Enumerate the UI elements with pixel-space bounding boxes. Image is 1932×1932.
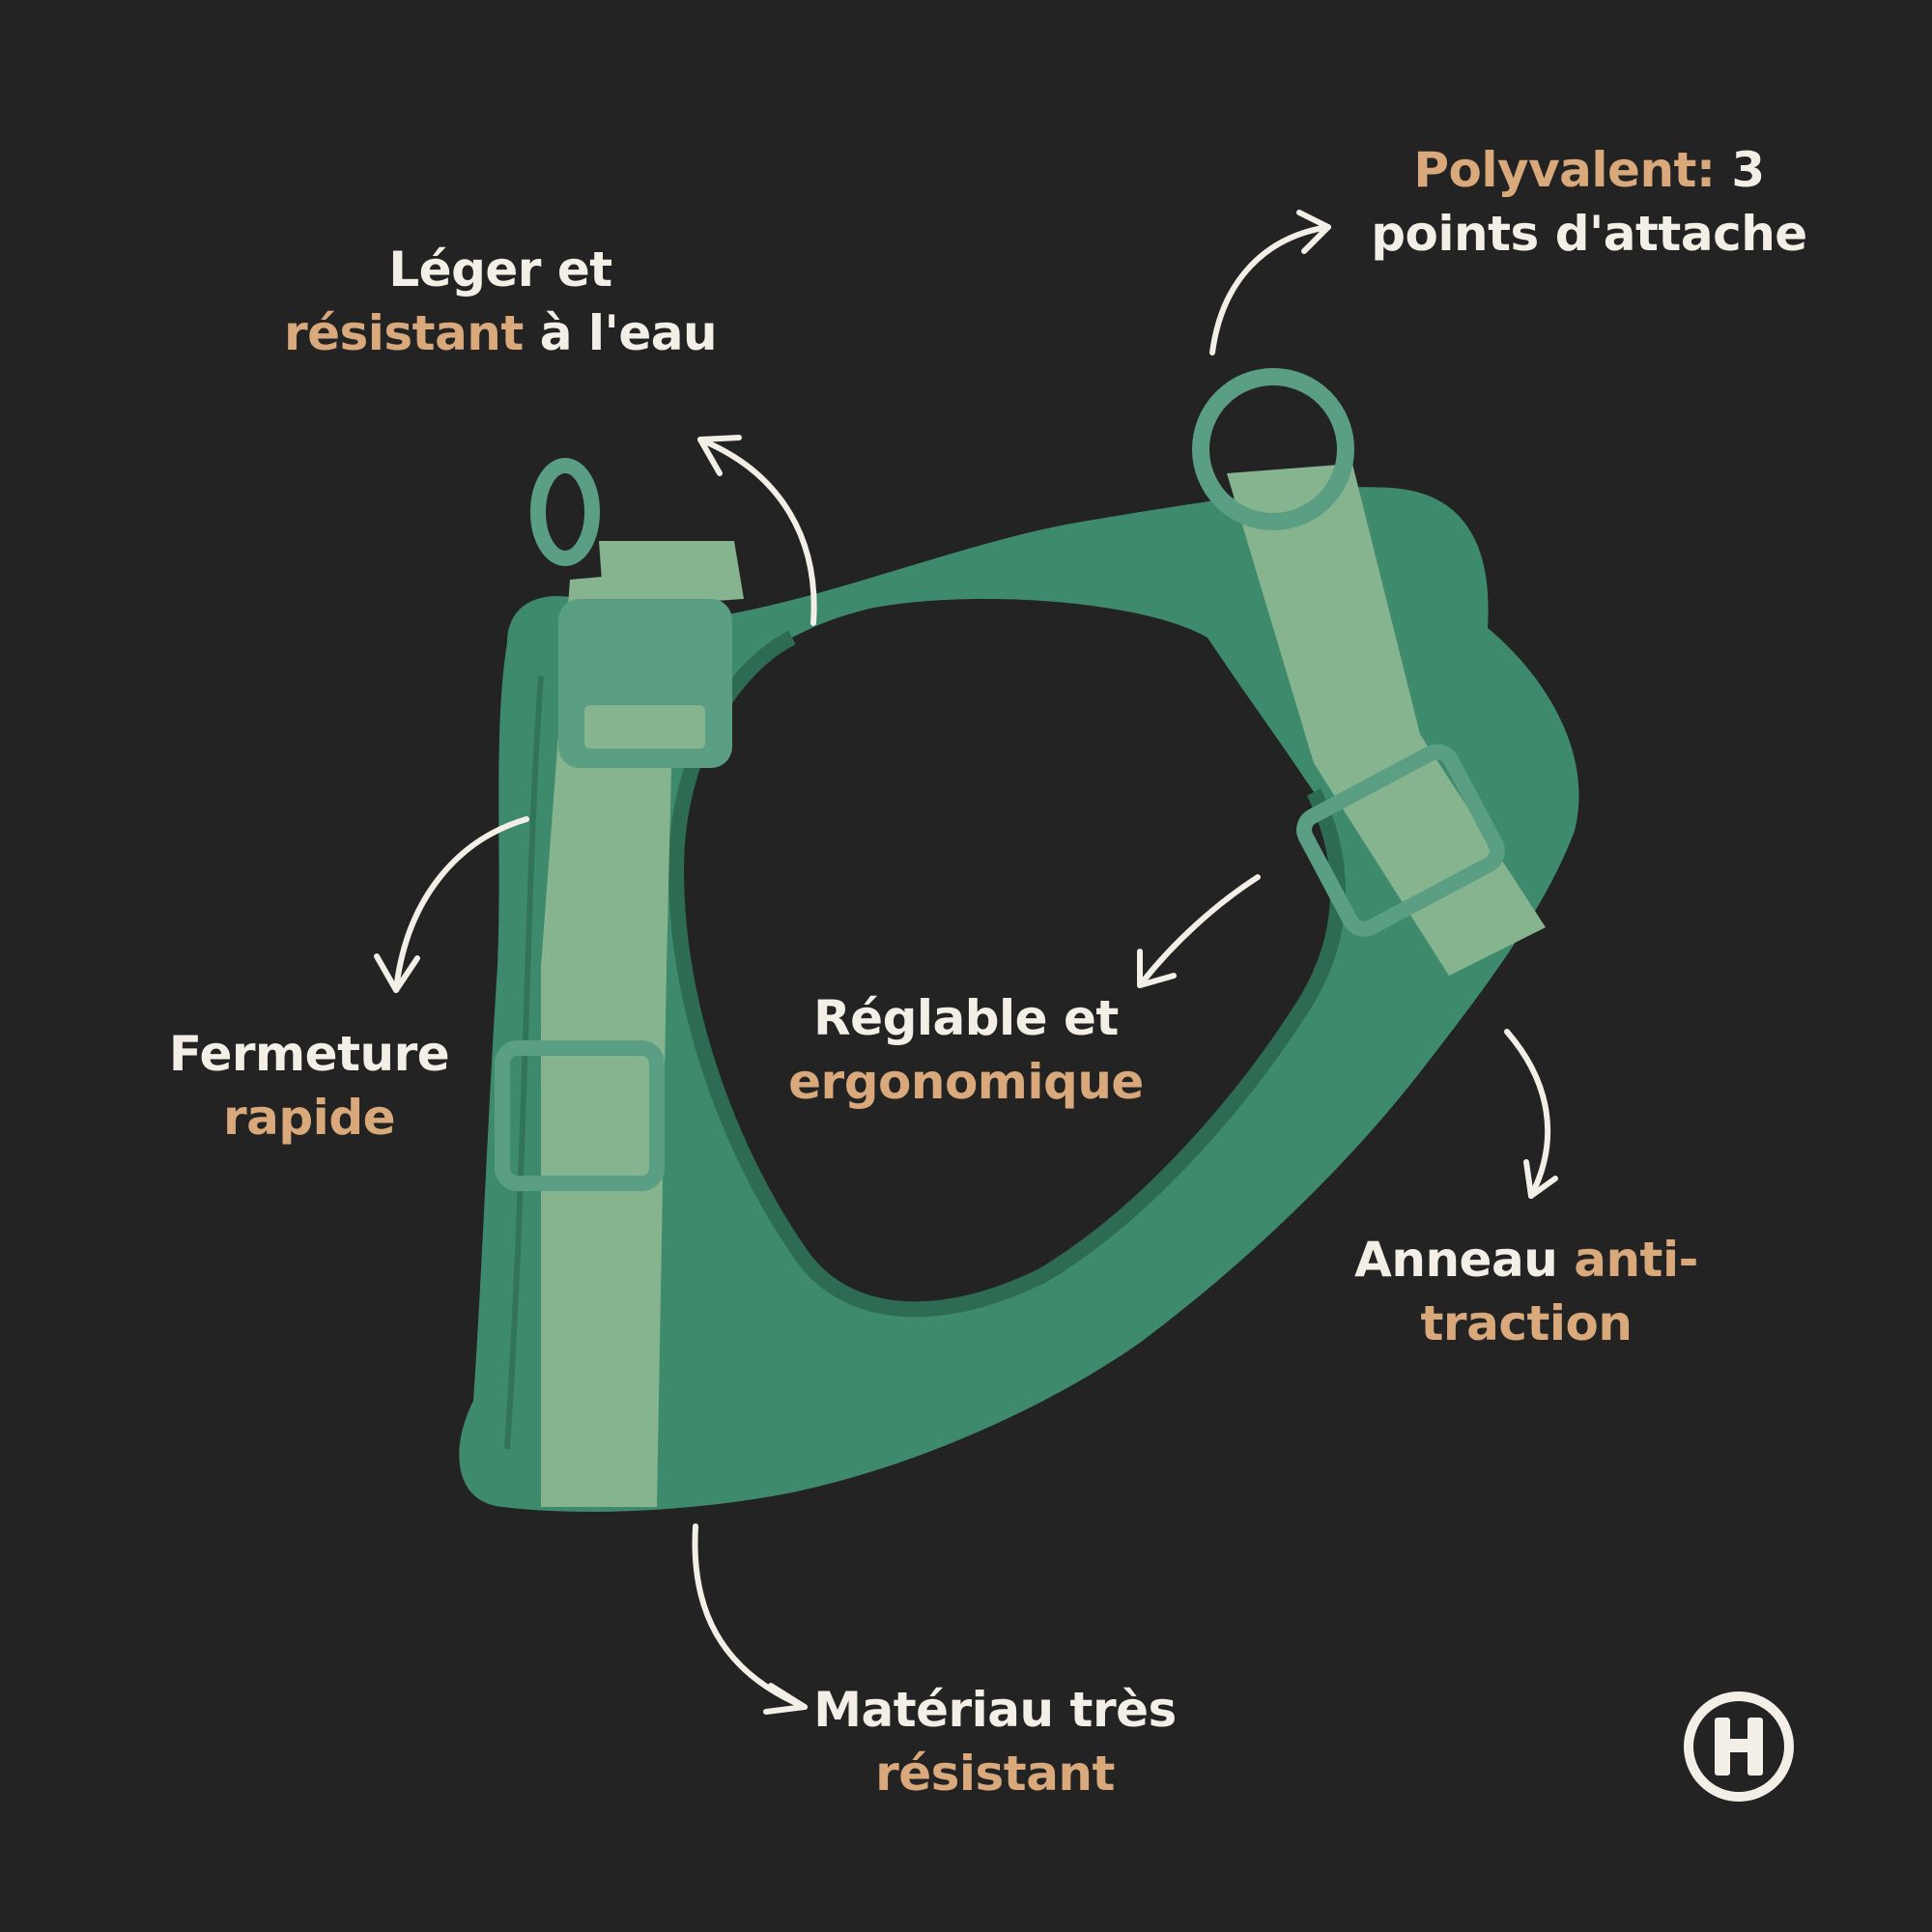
feature-materiau: Matériau très résistant	[773, 1678, 1217, 1805]
feature-polyvalent: Polyvalent: 3 points d'attache	[1348, 138, 1831, 266]
arrow-head-fermeture	[374, 953, 420, 993]
reglable-highlight: ergonomique	[788, 1054, 1144, 1110]
arrow-reglable	[1137, 874, 1261, 988]
feature-leger: Léger et résistant à l'eau	[259, 238, 742, 365]
arrow-head-anneau	[1523, 1159, 1558, 1199]
anneau-text: Anneau	[1354, 1232, 1575, 1288]
reglable-text: Réglable et	[813, 990, 1119, 1046]
feature-anneau: Anneau anti- traction	[1304, 1228, 1748, 1355]
arrow-head-materiau	[763, 1683, 808, 1715]
arrow-fermeture	[393, 816, 529, 993]
feature-reglable: Réglable et ergonomique	[744, 986, 1188, 1114]
leger-text: Léger et	[388, 242, 612, 298]
polyvalent-text: 3	[1715, 142, 1765, 198]
arrow-anneau	[1504, 1029, 1551, 1199]
materiau-highlight: résistant	[875, 1746, 1115, 1802]
materiau-text: Matériau très	[813, 1682, 1177, 1738]
polyvalent-highlight: Polyvalent:	[1413, 142, 1716, 198]
arrow-leger	[697, 437, 817, 626]
arrow-polyvalent	[1209, 224, 1331, 355]
arrow-head-reglable	[1137, 949, 1177, 988]
leger-highlight: résistant	[283, 305, 524, 361]
h-circle-logo-icon	[1684, 1691, 1794, 1802]
harness-image	[459, 368, 1579, 1512]
arrow-materiau	[692, 1523, 808, 1710]
polyvalent-subtext: points d'attache	[1371, 206, 1807, 262]
fermeture-text: Fermeture	[168, 1026, 450, 1082]
anneau-highlight: anti-	[1574, 1232, 1698, 1288]
fermeture-highlight: rapide	[222, 1090, 396, 1146]
arrow-head-polyvalent	[1296, 210, 1331, 254]
anneau-highlight-2: traction	[1420, 1295, 1633, 1351]
arrow-head-leger	[697, 435, 742, 476]
feature-fermeture: Fermeture rapide	[116, 1022, 502, 1150]
leger-subtext: à l'eau	[523, 305, 718, 361]
